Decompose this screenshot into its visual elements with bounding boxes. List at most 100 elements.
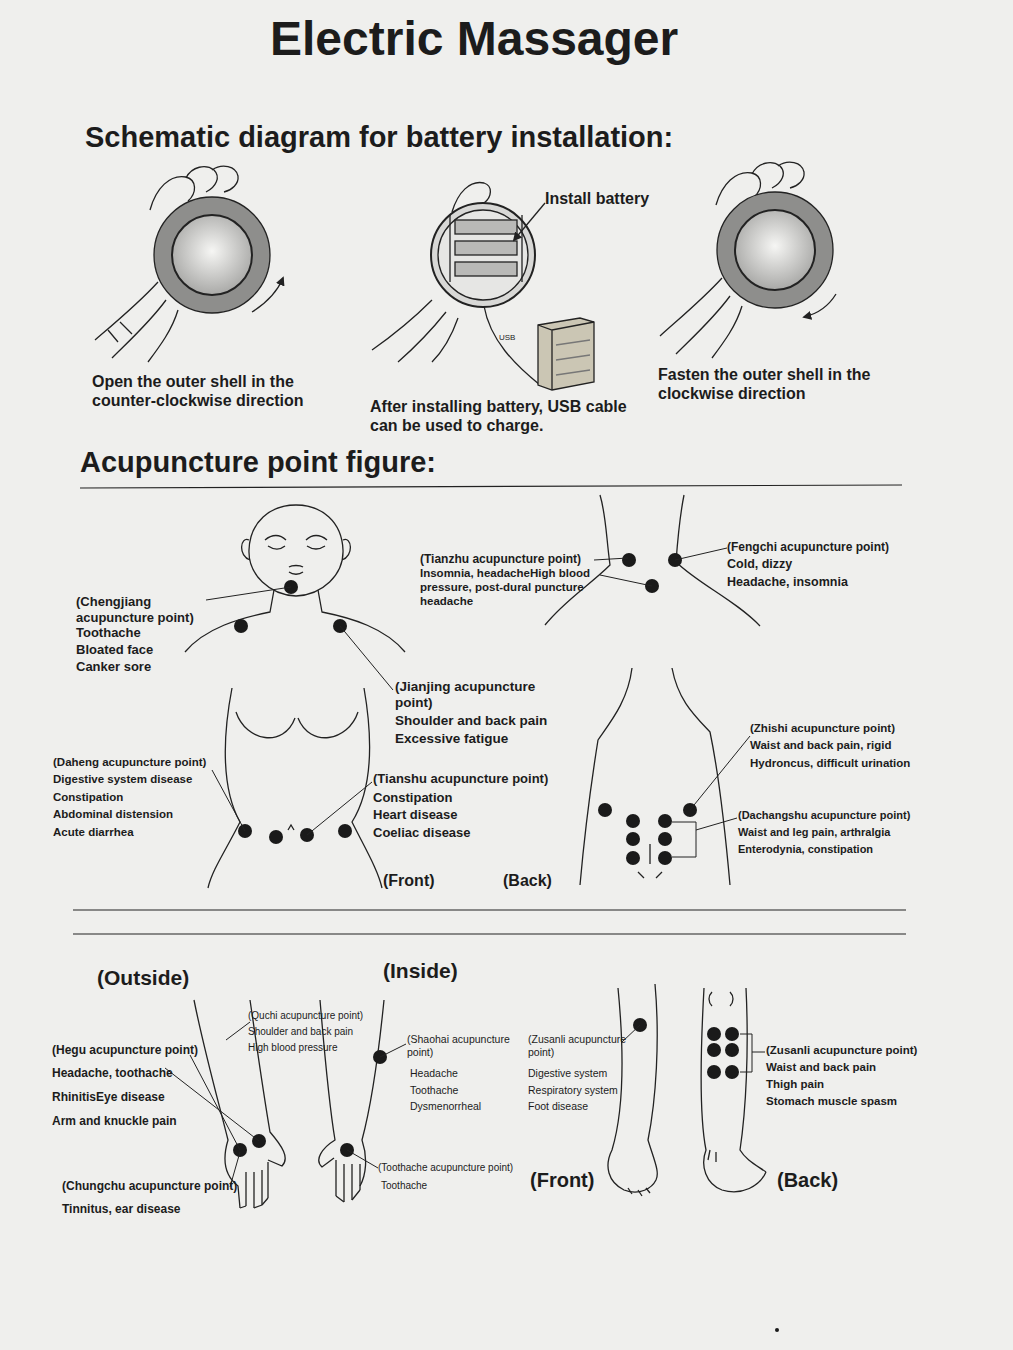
view-label: (Inside) (383, 958, 458, 983)
battery-installation (450, 215, 522, 282)
symptom-text: Acute diarrhea (53, 826, 134, 840)
arm-outline (336, 1160, 360, 1202)
symptom-text: Tinnitus, ear disease (62, 1202, 181, 1216)
battery-installation (372, 183, 594, 390)
leader-line (206, 587, 291, 600)
symptom-text: Thigh pain (766, 1078, 824, 1092)
point-name: (Fengchi acupuncture point) (727, 540, 889, 554)
front-body-outline (185, 505, 405, 888)
acupoint-dot (725, 1043, 739, 1057)
acupoint-dot (300, 828, 314, 842)
symptom-text: Enterodynia, constipation (738, 843, 873, 856)
symptom-text: Digestive system disease (53, 773, 192, 787)
leader-line (340, 626, 393, 690)
battery-installation (431, 203, 535, 307)
hand-fastening-shell (712, 306, 742, 358)
hand-opening-shell (108, 322, 132, 342)
arm-outline (194, 1000, 384, 1208)
callout-label: Install battery (545, 189, 649, 208)
view-label: (Front) (383, 871, 435, 890)
arm-outline (194, 1000, 240, 1208)
acupoint-dot (238, 824, 252, 838)
point-name: (Zusanli acupuncture point) (766, 1044, 917, 1058)
section-rule (73, 933, 906, 934)
view-label: (Front) (530, 1168, 594, 1192)
hand-fastening-shell (716, 173, 761, 205)
hand-opening-shell (186, 167, 217, 192)
hand-fastening-shell (735, 210, 815, 290)
acupoint-dot (333, 619, 347, 633)
front-body-outline (208, 688, 240, 888)
symptom-text: Constipation (53, 791, 123, 805)
acupoint-dot (598, 803, 612, 817)
acupoint-dot (234, 619, 248, 633)
back-body-outline (649, 844, 650, 864)
point-name: (Tianzhu acupuncture point) (420, 552, 581, 566)
acupoint-dot (658, 851, 672, 865)
battery-installation (455, 262, 517, 276)
instruction-text: Fasten the outer shell in the clockwise … (658, 365, 893, 403)
acupoint-dot (622, 553, 636, 567)
acupoint-dot (683, 803, 697, 817)
symptom-text: Toothache (76, 625, 141, 641)
acupoint-dot (658, 814, 672, 828)
point-name: (Hegu acupuncture point) (52, 1043, 198, 1057)
point-name: (Tianshu acupuncture point) (373, 771, 548, 787)
symptom-text: Waist and leg pain, arthralgia (738, 826, 890, 839)
hand-opening-shell (148, 310, 178, 362)
symptom-text: Headache, insomnia (727, 575, 848, 590)
section-heading: Schematic diagram for battery installati… (85, 120, 673, 155)
view-label: (Back) (777, 1168, 838, 1192)
front-body-outline (352, 688, 382, 888)
hand-opening-shell (212, 166, 238, 192)
hand-fastening-shell (804, 294, 836, 317)
point-name: (Jianjing acupuncture point) (395, 679, 555, 711)
symptom-text: Toothache (410, 1084, 458, 1097)
acupoint-dot (725, 1065, 739, 1079)
symptom-text: Headache (410, 1067, 458, 1080)
symptom-text: Waist and back pain, rigid (750, 739, 891, 753)
hand-opening-shell (154, 197, 270, 313)
view-label: (Back) (503, 871, 552, 890)
hand-opening-shell (252, 278, 283, 312)
leg-outline (648, 984, 657, 1180)
front-body-outline (185, 590, 274, 652)
hand-fastening-shell (778, 162, 804, 188)
acupoint-dot (626, 814, 640, 828)
front-body-outline (298, 712, 358, 738)
battery-installation (514, 203, 545, 240)
symptom-text: Toothache (381, 1180, 427, 1192)
acupoint-dot (252, 1134, 266, 1148)
leader-line (380, 1044, 406, 1057)
acupoint-dot (233, 553, 779, 1332)
leg-outline (709, 992, 733, 1006)
acupoint-dot (668, 553, 682, 567)
leader-line (690, 736, 750, 810)
arm-outline (250, 1000, 285, 1166)
front-body-outline (318, 590, 405, 652)
front-body-outline (236, 712, 295, 738)
leader-line (190, 1055, 240, 1150)
back-body-outline (580, 668, 632, 885)
battery-installation (438, 210, 528, 300)
symptom-text: Abdominal distension (53, 808, 173, 822)
back-body-outline (672, 668, 730, 885)
battery-installation (432, 318, 458, 362)
symptom-text: Respiratory system (528, 1084, 618, 1097)
acupoint-dot (233, 1143, 247, 1157)
hand-opening-shell (172, 215, 252, 295)
battery-installation (538, 318, 594, 390)
symptom-text: Shoulder and back pain (248, 1026, 353, 1038)
battery-installation (484, 306, 540, 385)
symptom-text: Waist and back pain (766, 1061, 876, 1075)
battery-installation (455, 241, 517, 255)
leader-line (347, 1150, 378, 1168)
arm-outline (246, 1162, 268, 1208)
battery-installation (452, 183, 490, 212)
acupoint-dot (626, 832, 640, 846)
leader-line (600, 575, 652, 586)
leg-outline (608, 984, 766, 1196)
view-label: (Outside) (97, 965, 189, 990)
